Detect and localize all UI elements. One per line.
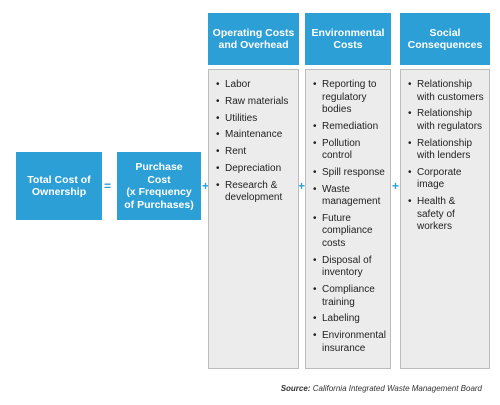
list-item: Remediation xyxy=(313,121,387,134)
environmental-costs-header: Environmental Costs xyxy=(305,13,391,65)
social-consequences-panel: Relationship with customers Relationship… xyxy=(400,69,490,369)
list-item: Utilities xyxy=(216,113,295,126)
list-item: Labor xyxy=(216,79,295,92)
list-item: Rent xyxy=(216,146,295,159)
list-item: Relationship with customers xyxy=(408,79,486,104)
list-item: Disposal of inventory xyxy=(313,255,387,280)
list-item: Corporate image xyxy=(408,167,486,192)
list-item: Reporting to regulatory bodies xyxy=(313,79,387,117)
list-item: Environmental insurance xyxy=(313,330,387,355)
list-item: Research & development xyxy=(216,180,295,205)
operating-costs-title: Operating Costs and Overhead xyxy=(212,26,295,52)
list-item: Pollution control xyxy=(313,138,387,163)
list-item: Compliance training xyxy=(313,284,387,309)
environmental-costs-title: Environmental Costs xyxy=(311,26,385,52)
list-item: Relationship with regulators xyxy=(408,108,486,133)
list-item: Labeling xyxy=(313,313,387,326)
social-consequences-header: Social Consequences xyxy=(400,13,490,65)
plus-sign-1: + xyxy=(202,179,210,193)
plus-sign-3: + xyxy=(392,179,400,193)
source-label: Source: xyxy=(280,384,311,393)
social-consequences-list: Relationship with customers Relationship… xyxy=(401,70,489,234)
equals-sign: = xyxy=(104,179,112,193)
operating-costs-header: Operating Costs and Overhead xyxy=(208,13,299,65)
source-caption: Source: California Integrated Waste Mana… xyxy=(281,384,482,393)
environmental-costs-panel: Reporting to regulatory bodies Remediati… xyxy=(305,69,391,369)
source-text: California Integrated Waste Management B… xyxy=(312,384,482,393)
total-cost-label: Total Cost of Ownership xyxy=(27,173,91,199)
list-item: Maintenance xyxy=(216,129,295,142)
social-consequences-title: Social Consequences xyxy=(407,26,483,52)
purchase-cost-box: Purchase Cost (x Frequency of Purchases) xyxy=(117,152,201,220)
list-item: Raw materials xyxy=(216,96,295,109)
operating-costs-panel: Labor Raw materials Utilities Maintenanc… xyxy=(208,69,299,369)
total-cost-of-ownership-box: Total Cost of Ownership xyxy=(16,152,102,220)
list-item: Depreciation xyxy=(216,163,295,176)
list-item: Future compliance costs xyxy=(313,213,387,251)
list-item: Spill response xyxy=(313,167,387,180)
list-item: Waste management xyxy=(313,184,387,209)
environmental-costs-list: Reporting to regulatory bodies Remediati… xyxy=(306,70,390,355)
list-item: Relationship with lenders xyxy=(408,138,486,163)
plus-sign-2: + xyxy=(298,179,306,193)
purchase-cost-label: Purchase Cost (x Frequency of Purchases) xyxy=(124,161,194,211)
operating-costs-list: Labor Raw materials Utilities Maintenanc… xyxy=(209,70,298,205)
list-item: Health & safety of workers xyxy=(408,196,486,234)
